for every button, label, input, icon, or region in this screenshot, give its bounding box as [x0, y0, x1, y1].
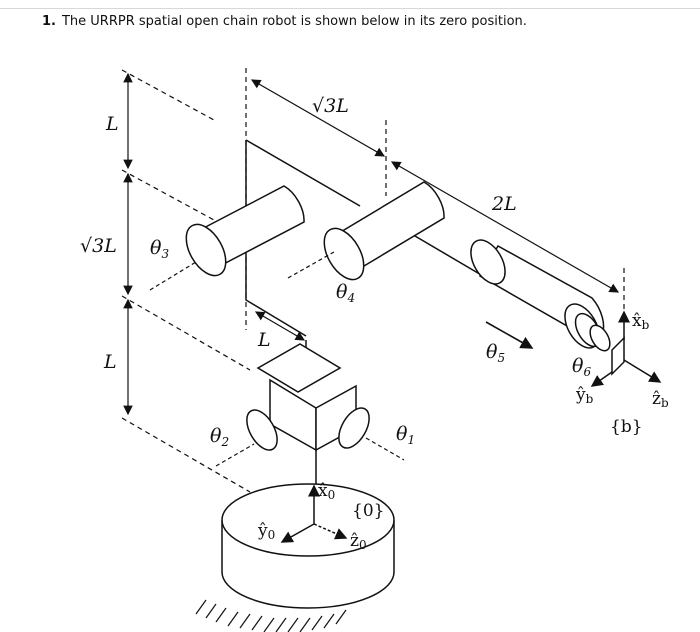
label-x0: x̂0 [318, 481, 335, 502]
label-theta6: θ6 [572, 355, 591, 379]
top-divider [0, 0, 700, 9]
frame-0-axes [280, 484, 348, 543]
label-dim-l-bottom: L [103, 351, 117, 373]
dim-sqrt3l-top-line [250, 79, 386, 157]
label-yb: ŷb [575, 385, 594, 406]
joint5-cylinder [470, 239, 605, 349]
joint4-cylinder [323, 181, 445, 281]
question-body: The URRPR spatial open chain robot is sh… [61, 14, 527, 29]
dim-l-arm-line [254, 311, 306, 341]
label-y0: ŷ0 [257, 521, 275, 542]
label-theta1: θ1 [396, 423, 415, 447]
ground-hatch [195, 599, 347, 632]
label-dim-l-arm: L [257, 329, 271, 351]
label-dim-sqrt3l-left: √3L [80, 235, 117, 257]
dim-2l-line [390, 161, 620, 293]
label-z0: ẑ0 [350, 531, 367, 552]
label-frame-b: {b} [610, 417, 643, 437]
left-dimensions [121, 69, 251, 493]
question-text: 1. The URRPR spatial open chain robot is … [42, 14, 527, 29]
label-xb: x̂b [632, 311, 650, 332]
label-theta2: θ2 [210, 425, 229, 449]
joint3-cylinder [185, 185, 305, 277]
label-theta3: θ3 [150, 237, 169, 261]
label-theta5: θ5 [486, 341, 505, 365]
label-zb: ẑb [652, 389, 669, 410]
label-theta4: θ4 [336, 281, 355, 305]
joint6-disk [589, 324, 611, 352]
label-frame-0: {0} [352, 501, 384, 521]
label-dim-sqrt3l-top: √3L [312, 95, 349, 117]
label-dim-2l: 2L [491, 193, 517, 215]
frame-b-axes [590, 310, 662, 387]
question-number: 1. [42, 14, 56, 29]
universal-joint [246, 343, 370, 452]
theta5-arrow [485, 321, 534, 349]
joint-axes-dashed [149, 251, 405, 467]
label-dim-l-top: L [105, 113, 119, 135]
base-cylinder [221, 483, 395, 609]
